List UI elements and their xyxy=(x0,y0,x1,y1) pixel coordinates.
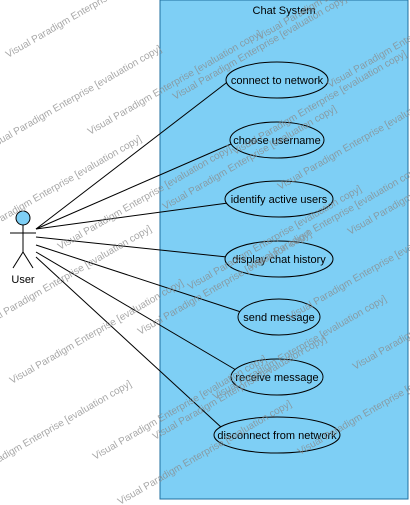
use-case-label: identify active users xyxy=(231,194,328,206)
use-case-display-chat-history[interactable]: display chat history xyxy=(224,240,334,278)
actor-leg-right xyxy=(22,251,34,269)
use-case-ellipse[interactable] xyxy=(225,61,329,99)
use-case-ellipse[interactable] xyxy=(230,358,324,396)
use-case-ellipse[interactable] xyxy=(224,180,334,218)
use-case-label: connect to network xyxy=(231,75,324,87)
actor-leg-left xyxy=(12,251,24,269)
use-case-label: disconnect from network xyxy=(217,430,337,442)
use-case-label: choose username xyxy=(233,135,320,147)
use-case-disconnect-from-network[interactable]: disconnect from network xyxy=(213,416,341,454)
actor-label: User xyxy=(11,274,35,286)
watermark-text: Visual Paradigm Enterprise [evaluation c… xyxy=(0,379,134,488)
use-case-label: display chat history xyxy=(232,254,326,266)
use-case-choose-username[interactable]: choose username xyxy=(229,121,325,159)
association-line[interactable] xyxy=(35,143,232,230)
association-line[interactable] xyxy=(35,202,229,230)
use-case-receive-message[interactable]: receive message xyxy=(230,358,324,396)
use-case-ellipse[interactable] xyxy=(229,121,325,159)
use-case-label: send message xyxy=(243,312,315,324)
association-line[interactable] xyxy=(35,244,242,313)
actor-user[interactable] xyxy=(10,210,36,269)
use-case-ellipse[interactable] xyxy=(213,416,341,454)
use-case-send-message[interactable]: send message xyxy=(237,298,321,336)
use-case-ellipse[interactable] xyxy=(224,240,334,278)
associations xyxy=(35,79,242,429)
association-line[interactable] xyxy=(35,79,231,230)
association-line[interactable] xyxy=(35,256,223,429)
use-case-connect-to-network[interactable]: connect to network xyxy=(225,61,329,99)
use-case-ellipse[interactable] xyxy=(237,298,321,336)
association-line[interactable] xyxy=(35,251,237,371)
use-case-identify-active-users[interactable]: identify active users xyxy=(224,180,334,218)
watermark-text: Visual Paradigm Enterprise [evaluation c… xyxy=(0,134,144,243)
association-line[interactable] xyxy=(35,236,228,258)
use-case-label: receive message xyxy=(235,372,318,384)
system-title: Chat System xyxy=(253,5,316,17)
